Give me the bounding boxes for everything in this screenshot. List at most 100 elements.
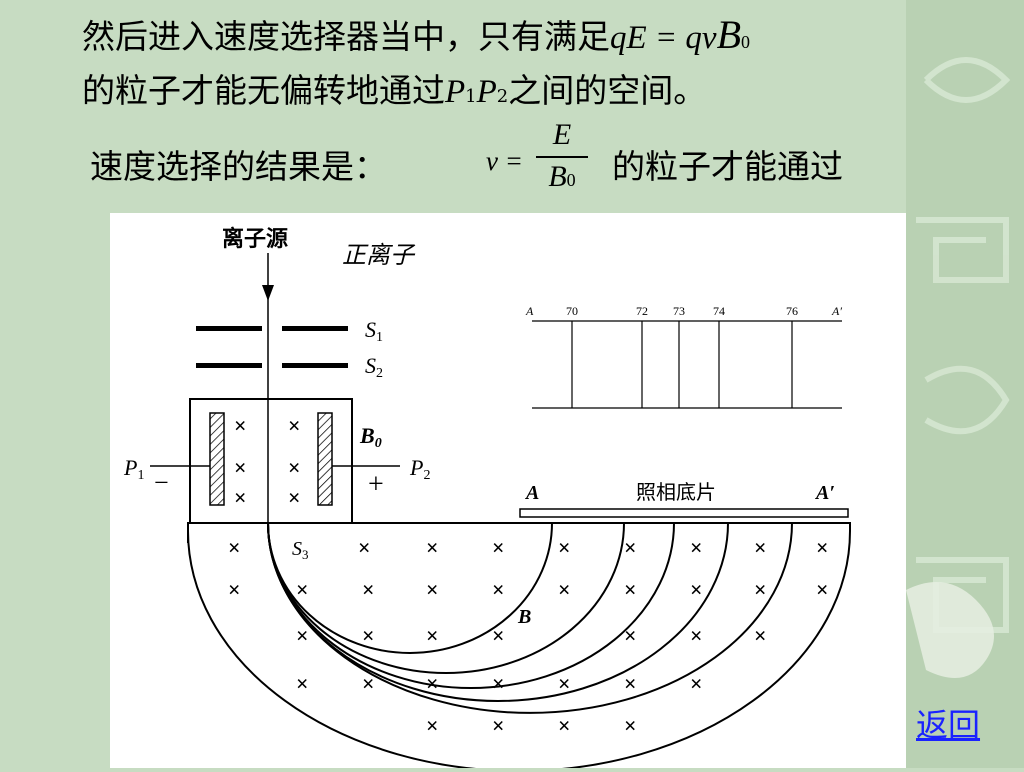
photographic-film xyxy=(519,508,849,518)
B0-label: B0 xyxy=(359,423,382,451)
ion-trajectories xyxy=(267,522,793,714)
svg-text:×: × xyxy=(558,713,571,738)
S2-label: S2 xyxy=(365,353,383,381)
svg-text:×: × xyxy=(288,485,301,510)
svg-text:×: × xyxy=(288,413,301,438)
svg-text:×: × xyxy=(558,671,571,696)
svg-text:×: × xyxy=(426,671,439,696)
svg-text:×: × xyxy=(492,623,505,648)
svg-text:×: × xyxy=(234,485,247,510)
svg-text:74: 74 xyxy=(713,304,725,318)
svg-text:×: × xyxy=(426,535,439,560)
svg-text:73: 73 xyxy=(673,304,685,318)
svg-text:×: × xyxy=(362,671,375,696)
svg-text:×: × xyxy=(690,623,703,648)
svg-text:×: × xyxy=(690,577,703,602)
svg-text:×: × xyxy=(492,535,505,560)
S3-label: S3 xyxy=(292,538,309,562)
slit-S1-right xyxy=(282,326,348,331)
eq-B-sub: 0 xyxy=(741,32,751,52)
line2-suffix: 之间的空间。 xyxy=(508,71,707,110)
svg-text:A: A xyxy=(525,304,534,318)
svg-text:×: × xyxy=(358,535,371,560)
P1-sub: 1 xyxy=(465,86,477,107)
svg-text:A′: A′ xyxy=(831,304,842,318)
svg-text:×: × xyxy=(296,577,309,602)
svg-text:×: × xyxy=(492,713,505,738)
svg-text:×: × xyxy=(816,535,829,560)
fraction-E-over-B0: E B0 xyxy=(536,118,588,194)
svg-text:×: × xyxy=(558,577,571,602)
fraction-bar xyxy=(536,156,588,158)
plus-sign: + xyxy=(368,469,384,500)
line2-text: 的粒子才能无偏转地通过 xyxy=(82,71,445,110)
svg-text:×: × xyxy=(624,713,637,738)
svg-text:×: × xyxy=(624,671,637,696)
svg-text:×: × xyxy=(624,535,637,560)
diagram-svg: 离子源 正离子 S1 S2 × × × × × × B0 P1 P2 − + A 70… xyxy=(123,226,851,772)
svg-text:×: × xyxy=(492,671,505,696)
svg-text:×: × xyxy=(624,577,637,602)
A-label: A xyxy=(524,482,539,504)
svg-text:×: × xyxy=(296,623,309,648)
svg-text:×: × xyxy=(228,535,241,560)
minus-sign: − xyxy=(154,468,169,497)
plate-P1 xyxy=(209,412,225,506)
decorative-pattern xyxy=(906,0,1024,768)
handwritten-note: 正离子 xyxy=(342,242,416,269)
svg-text:×: × xyxy=(234,455,247,480)
eq-qE-qv: qE = qv xyxy=(610,20,717,56)
svg-text:×: × xyxy=(690,535,703,560)
B-label: B xyxy=(517,606,531,628)
magnetic-field-region xyxy=(187,522,851,772)
svg-text:×: × xyxy=(362,623,375,648)
svg-text:72: 72 xyxy=(636,304,648,318)
svg-text:×: × xyxy=(624,623,637,648)
svg-text:×: × xyxy=(362,577,375,602)
slit-S2-left xyxy=(196,363,262,368)
svg-text:×: × xyxy=(228,577,241,602)
P2-letter: P xyxy=(476,74,497,110)
P2-label: P2 xyxy=(409,455,430,483)
A-prime-label: A′ xyxy=(814,482,835,504)
scale-ticks xyxy=(571,321,793,408)
S1-label: S1 xyxy=(365,317,383,345)
slit-S2-right xyxy=(282,363,348,368)
P1-letter: P xyxy=(445,74,466,110)
svg-text:×: × xyxy=(234,413,247,438)
arrow-down-icon xyxy=(262,285,274,301)
plate-P2 xyxy=(317,412,333,506)
mass-spectrometer-diagram: 离子源 正离子 S1 S2 × × × × × × B0 P1 P2 − + A 70… xyxy=(110,213,906,772)
scale-labels: A 70 72 73 74 76 A′ xyxy=(525,304,842,318)
text-line-2: 的粒子才能无偏转地通过P1P2之间的空间。 xyxy=(82,64,706,112)
line3-suffix: 的粒子才能通过 xyxy=(612,147,843,186)
line3-text: 速度选择的结果是： xyxy=(90,147,387,186)
svg-text:×: × xyxy=(754,535,767,560)
svg-text:×: × xyxy=(558,535,571,560)
text-line-3: 速度选择的结果是： xyxy=(90,140,387,188)
slit-S1-left xyxy=(196,326,262,331)
eq-B: B xyxy=(716,12,742,57)
svg-text:×: × xyxy=(426,577,439,602)
svg-text:×: × xyxy=(426,623,439,648)
ion-source-label: 离子源 xyxy=(222,226,288,251)
svg-text:×: × xyxy=(426,713,439,738)
field-crosses: × × × × × × × × × × × × × × × × × × × × × × × × × × × × × × × × × × × ×… xyxy=(228,535,829,738)
svg-text:×: × xyxy=(296,671,309,696)
P1-label: P1 xyxy=(123,455,144,483)
selector-field-crosses: × × × × × × xyxy=(234,413,301,510)
P2-sub: 2 xyxy=(496,86,509,107)
line1-text: 然后进入速度选择器当中，只有满足 xyxy=(82,17,610,56)
svg-text:70: 70 xyxy=(566,304,578,318)
back-link[interactable]: 返回 xyxy=(916,706,981,744)
v-equals: v = xyxy=(486,146,523,176)
svg-text:×: × xyxy=(816,577,829,602)
fraction-numerator: E xyxy=(552,118,572,151)
svg-text:×: × xyxy=(288,455,301,480)
text-line-1: 然后进入速度选择器当中，只有满足qE = qvB0 xyxy=(82,10,750,58)
film-label: 照相底片 xyxy=(636,481,716,504)
svg-text:×: × xyxy=(690,671,703,696)
svg-text:×: × xyxy=(754,577,767,602)
svg-text:×: × xyxy=(492,577,505,602)
svg-text:76: 76 xyxy=(786,304,798,318)
